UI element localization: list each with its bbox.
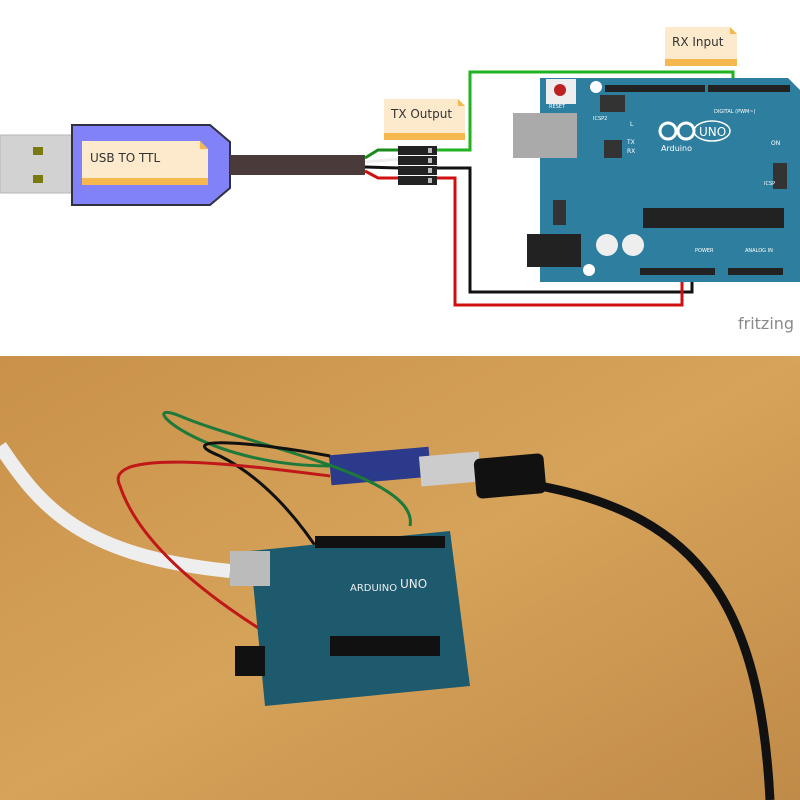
svg-text:DIGITAL (PWM~): DIGITAL (PWM~) xyxy=(714,109,756,115)
rx-input-label: RX Input xyxy=(672,35,724,49)
usb-plug xyxy=(0,134,75,194)
black-usb-cable xyxy=(539,481,775,801)
tx-output-label: TX Output xyxy=(390,107,452,121)
svg-text:ICSP: ICSP xyxy=(764,181,775,187)
svg-text:UNO: UNO xyxy=(699,125,726,139)
pin-header xyxy=(398,146,437,185)
vcc-wire xyxy=(437,176,684,307)
hardware-photo: ARDUINO UNO xyxy=(0,356,800,801)
svg-text:L: L xyxy=(630,121,634,128)
usb-to-ttl-label: USB TO TTL xyxy=(90,151,160,165)
svg-text:ON: ON xyxy=(771,140,780,147)
svg-text:RX: RX xyxy=(627,148,635,155)
svg-text:TX: TX xyxy=(626,139,635,146)
tx-output-note: TX Output xyxy=(384,99,465,140)
svg-text:Arduino: Arduino xyxy=(661,144,692,153)
svg-text:UNO: UNO xyxy=(400,577,427,591)
arduino-board-photo: ARDUINO UNO xyxy=(230,531,470,706)
usb-to-ttl-note: USB TO TTL xyxy=(82,141,208,185)
fritzing-watermark: fritzing xyxy=(738,314,794,333)
wiring-diagram: USB TO TTL TX Output RX Input xyxy=(0,0,800,356)
svg-text:ICSP2: ICSP2 xyxy=(593,116,607,122)
white-usb-cable xyxy=(0,442,231,578)
svg-text:RESET: RESET xyxy=(549,104,566,110)
arduino-uno-board: RESET ICSP2 DIGITAL (PWM~) L TX RX ON UN… xyxy=(513,78,800,282)
svg-text:ARDUINO: ARDUINO xyxy=(350,583,397,594)
green-wire-photo xyxy=(162,410,412,527)
rx-input-note: RX Input xyxy=(665,27,737,66)
gnd-wire xyxy=(437,166,694,294)
arduino-logo-icon: UNO Arduino xyxy=(658,120,731,153)
adapter-cable xyxy=(230,155,365,175)
svg-text:POWER: POWER xyxy=(695,248,714,254)
svg-text:ANALOG IN: ANALOG IN xyxy=(745,248,773,254)
